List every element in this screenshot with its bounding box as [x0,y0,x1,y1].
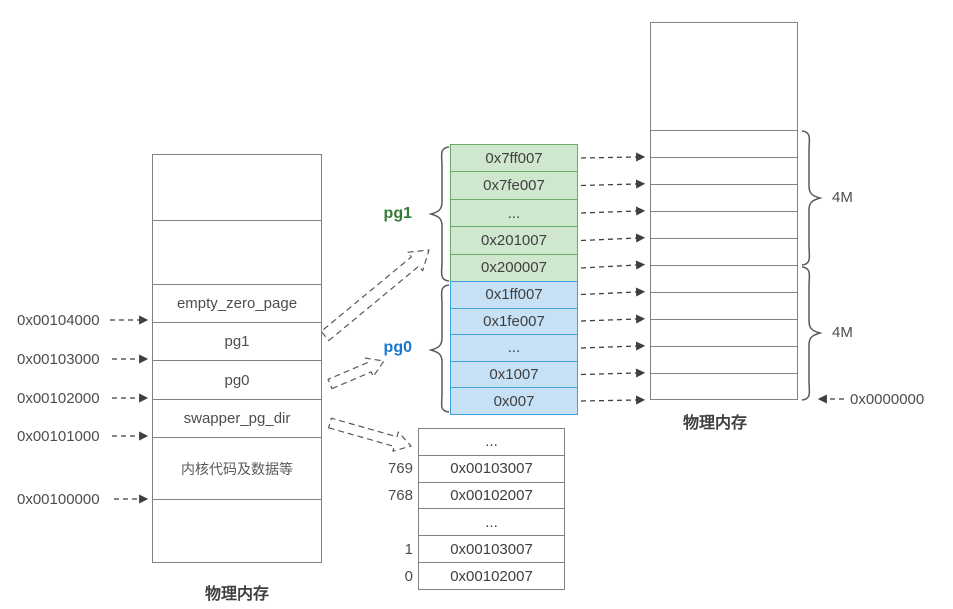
left-memory-segment-swapper-pg-dir: swapper_pg_dir [153,399,321,437]
pg0-table-row: ... [450,334,578,362]
pg1-table-row: ... [450,198,578,228]
segment-label: 内核代码及数据等 [181,460,293,477]
pg0-block-arrow [327,357,385,390]
left-memory-segment-blank-3 [153,499,321,564]
segment-label: empty_zero_page [176,295,298,312]
pg1-table-row: 0x200007 [450,253,578,283]
address-arrows [110,315,149,504]
page-dir-row: 0x00103007 [419,535,564,562]
page-dir-table: ... 0x00103007 0x00102007 ... 0x00103007… [418,428,565,590]
pg0-table-row: 0x1fe007 [450,307,578,336]
pg1-table-row: 0x7fe007 [450,171,578,200]
memory-row-line [651,265,797,266]
segment-label: pg1 [224,333,250,350]
memory-row-line [651,211,797,212]
address-label: 0x00101000 [17,428,100,445]
segment-label: swapper_pg_dir [183,410,291,427]
pg1-table-row: 0x201007 [450,226,578,255]
right-brace-bottom [801,266,823,401]
pg1-brace [428,146,450,282]
braces [428,130,823,413]
pg1-mapping-arrows [580,152,646,270]
memory-row-line [651,319,797,320]
page-dir-index: 1 [404,541,413,558]
pg0-page-table: 0x1ff007 0x1fe007 ... 0x1007 0x007 [450,281,578,415]
segment-label: pg0 [224,371,250,389]
address-label: 0x00104000 [17,312,100,329]
page-dir-index: 769 [387,460,413,477]
pg0-mapping-arrows [580,287,646,405]
memory-row-line [651,130,797,131]
page-dir-row: 0x00103007 [419,454,564,482]
left-memory-segment-blank-1 [153,155,321,220]
memory-row-line [651,238,797,239]
memory-row-line [651,346,797,347]
memory-row-line [651,184,797,185]
pg1-table-row: 0x7ff007 [450,144,578,173]
pg1-block-arrow [320,249,430,342]
address-label: 0x00102000 [17,390,100,407]
page-dir-index: 0 [404,568,413,585]
left-memory-segment-kernel: 内核代码及数据等 [153,437,321,499]
page-dir-row: 0x00102007 [419,481,564,509]
pg0-label: pg0 [383,339,412,356]
pg1-page-table: 0x7ff007 0x7fe007 ... 0x201007 0x200007 [450,144,578,283]
left-memory-segment-pg1: pg1 [153,322,321,360]
left-memory-segment-blank-2 [153,220,321,284]
block-arrows [320,249,430,452]
memory-row-line [651,292,797,293]
size-label-4m-top: 4M [832,189,853,206]
size-label-4m-bottom: 4M [832,324,853,341]
left-memory-caption: 物理内存 [204,586,269,603]
pg0-table-row: 0x1007 [450,360,578,389]
pg0-brace [428,284,450,413]
right-brace-top [801,130,823,266]
pg1-label: pg1 [383,205,412,222]
swapper-block-arrow [328,417,412,452]
left-memory-segment-pg0: pg0 [153,360,321,399]
page-dir-row: 0x00102007 [419,562,564,589]
pg0-table-row: 0x007 [450,387,578,415]
left-memory-rect: empty_zero_page pg1 pg0 swapper_pg_dir 内… [152,154,322,563]
address-label: 0x00103000 [17,351,100,368]
right-memory-rect [650,22,798,400]
page-dir-row: ... [485,433,498,451]
memory-row-line [651,373,797,374]
address-label: 0x00100000 [17,491,100,508]
memory-row-line [651,157,797,158]
left-memory-segment-empty-zero-page: empty_zero_page [153,284,321,322]
page-dir-index: 768 [387,487,413,504]
right-memory-caption: 物理内存 [682,415,747,432]
base-address-label: 0x0000000 [850,391,925,408]
page-dir-row: ... [419,508,564,535]
pg0-table-row: 0x1ff007 [450,281,578,309]
